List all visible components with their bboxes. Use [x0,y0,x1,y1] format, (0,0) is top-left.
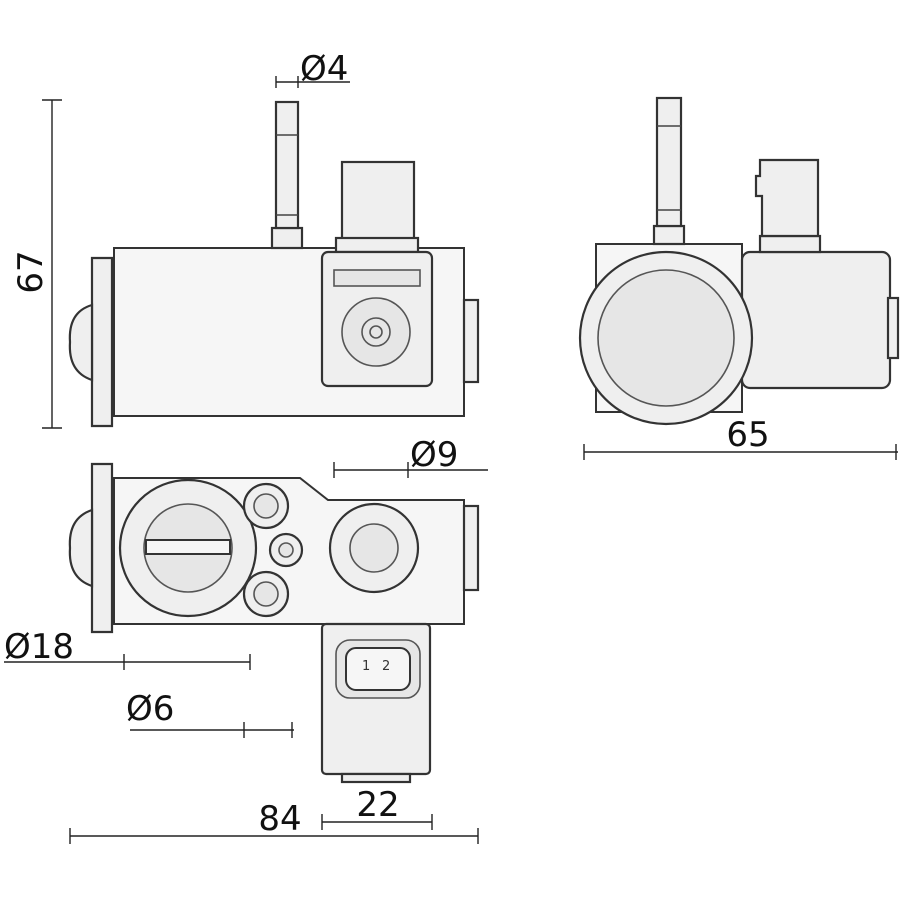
front-view [68,100,480,428]
bottom-port-top-small-inner [253,493,279,519]
bottom-connector-foot [340,772,412,784]
side-coil-right-cap [886,296,900,360]
dim-total-length-label: 84 [258,799,301,839]
dim-port-small-label: Ø9 [410,435,458,475]
front-coil-center [369,325,383,339]
bottom-port-bottom-small-inner [253,581,279,607]
dim-shaft-diameter: Ø4 [275,49,350,89]
dim-height: 67 [11,99,62,429]
front-left-flange [90,256,114,428]
dim-side-width-label: 65 [726,415,769,455]
front-coil-slot [333,269,421,287]
side-shaft-base [652,224,686,246]
dim-port-large-label: Ø18 [4,627,74,667]
connector-pin-2: 2 [382,659,390,674]
side-coil-body [740,250,892,390]
side-shaft [655,96,683,228]
dim-port-tiny: Ø6 [126,689,294,738]
bottom-port-slot [145,539,231,555]
connector-pin-1: 1 [362,659,370,674]
bottom-right-cap [462,504,480,592]
bottom-screw-head [278,542,294,558]
front-shaft [274,100,300,230]
dim-port-large: Ø18 [4,627,251,670]
dim-connector-width: 22 [321,785,433,830]
dim-side-width: 65 [583,415,898,460]
front-coil-top [340,160,416,242]
bottom-view: 1 2 [68,462,480,784]
side-port-inner [597,269,735,407]
front-right-cap [462,298,480,384]
bottom-left-cap [68,508,94,588]
dim-port-small: Ø9 [333,435,488,478]
front-shaft-base [270,226,304,250]
bottom-left-flange [90,462,114,634]
front-coil-neck [334,236,420,254]
side-view [578,96,900,426]
dim-connector-width-label: 22 [356,785,399,825]
bottom-connector-socket-inner [345,647,411,691]
dim-shaft-diameter-label: Ø4 [300,49,348,89]
dim-port-tiny-label: Ø6 [126,689,174,729]
bottom-port-medium-inner [349,523,399,573]
dim-height-label: 67 [11,250,51,293]
side-connector [754,158,820,238]
side-connector-base [758,234,822,254]
dim-total-length: 84 [69,799,479,844]
front-left-cap [68,303,94,382]
